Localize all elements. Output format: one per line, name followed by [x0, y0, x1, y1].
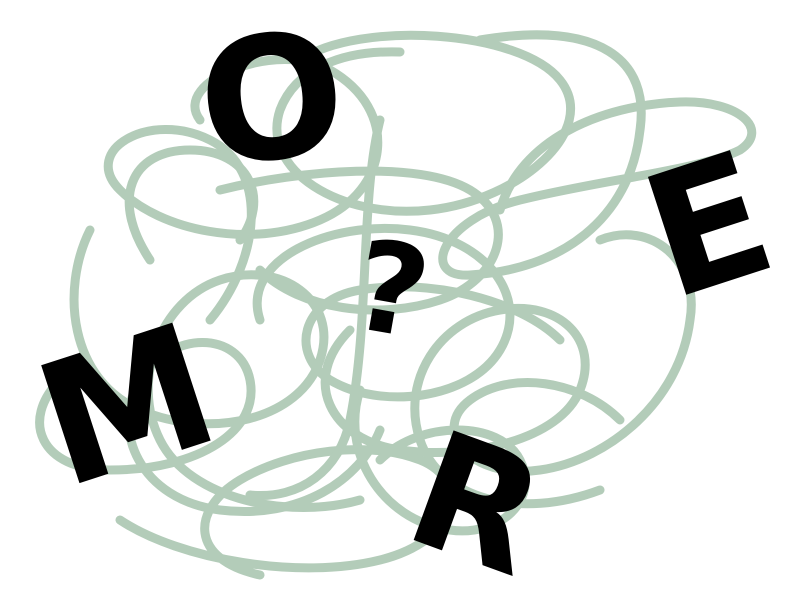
tangled-line-scribble [35, 30, 757, 580]
scribble-loop-9 [115, 445, 456, 580]
letter-o: O [190, 0, 354, 206]
scribble-loop-10 [350, 385, 530, 536]
scribble-loop-8 [449, 230, 696, 476]
scribble-loop-13 [124, 145, 259, 265]
scribble-loop-5 [35, 338, 385, 516]
scribble-loop-11 [215, 166, 503, 315]
scribble-loop-1 [272, 30, 576, 216]
scribble-loop-2 [438, 30, 757, 280]
scribble-loop-12 [245, 115, 385, 501]
